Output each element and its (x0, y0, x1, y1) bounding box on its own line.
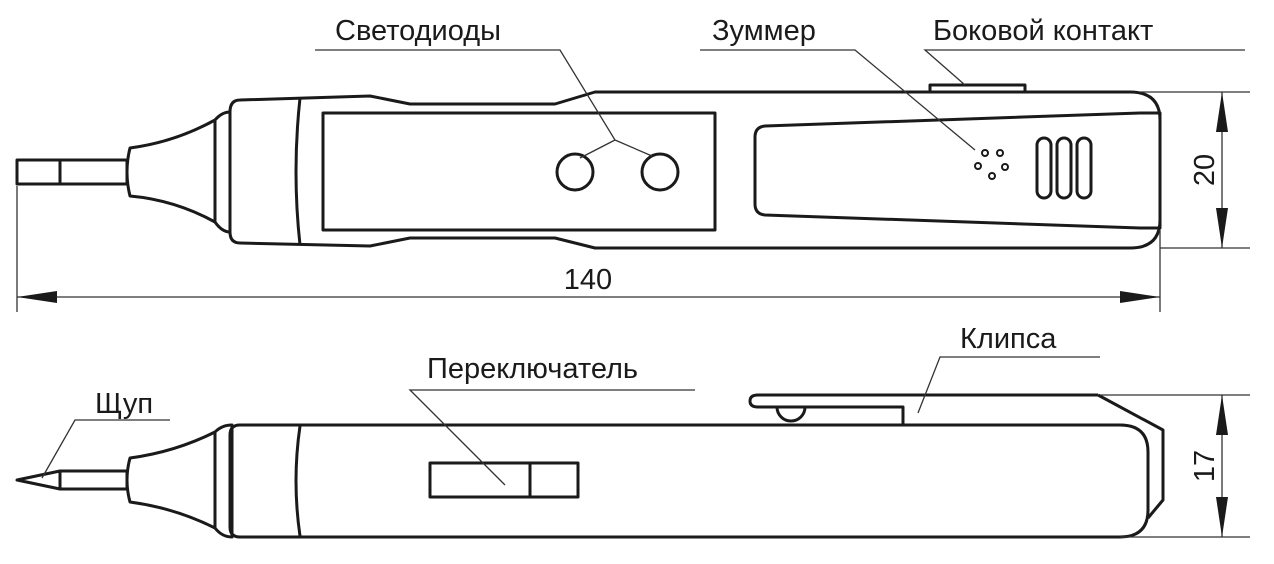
led-left (555, 152, 595, 192)
body-side (228, 423, 1150, 539)
led-window (321, 111, 717, 232)
probe-rod (58, 469, 129, 491)
label-switch: Переключатель (427, 353, 638, 385)
top-view (15, 83, 1162, 250)
clip-top (753, 111, 1162, 230)
probe-needle (15, 469, 62, 491)
side-view (15, 393, 1165, 539)
probe-tip (15, 158, 129, 186)
ring (213, 110, 232, 234)
dimension-width: 20 (1189, 154, 1221, 186)
buzzer-holes (974, 149, 1009, 180)
nozzle-side (125, 430, 217, 530)
body (228, 90, 1162, 250)
grille (1035, 136, 1093, 200)
nozzle (125, 118, 217, 224)
side-contact (928, 83, 1027, 94)
clip (748, 393, 1165, 519)
body-seam (294, 97, 302, 246)
label-leds: Светодиоды (335, 15, 501, 47)
label-side-contact: Боковой контакт (933, 15, 1153, 47)
dimension-length: 140 (564, 264, 612, 296)
led-right (640, 152, 680, 192)
dimension-thickness: 17 (1189, 450, 1221, 482)
switch (428, 461, 580, 499)
label-clip: Клипса (960, 323, 1057, 355)
clip-bump (775, 406, 807, 423)
label-buzzer: Зуммер (712, 15, 816, 47)
label-probe: Щуп (95, 388, 153, 420)
